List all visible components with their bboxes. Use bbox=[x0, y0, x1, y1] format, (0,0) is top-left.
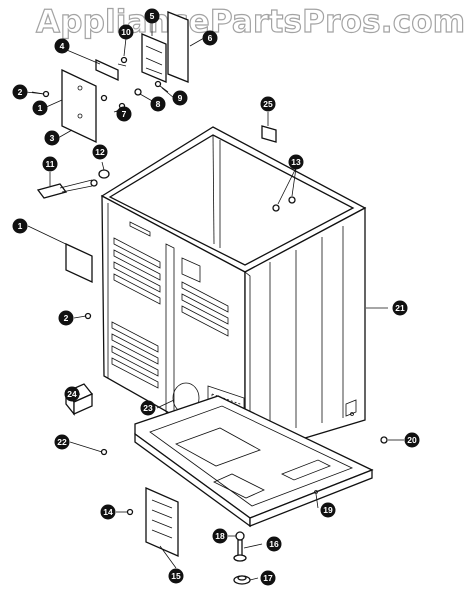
callout-number: 2 bbox=[64, 313, 69, 323]
callout-number: 12 bbox=[95, 147, 105, 157]
callout-number: 6 bbox=[208, 33, 213, 43]
callout-circle bbox=[168, 568, 184, 584]
callout-4: 4 bbox=[54, 38, 70, 54]
cabinet-top-opening bbox=[108, 134, 355, 266]
callout-number: 8 bbox=[156, 99, 161, 109]
callout-17: 17 bbox=[260, 570, 276, 586]
callout-2: 2 bbox=[12, 84, 28, 100]
callout-number: 22 bbox=[57, 437, 67, 447]
callout-1: 1 bbox=[32, 100, 48, 116]
callout-number: 9 bbox=[178, 93, 183, 103]
callout-number: 2 bbox=[18, 87, 23, 97]
callout-13: 13 bbox=[288, 154, 304, 170]
callout-number: 25 bbox=[263, 99, 273, 109]
callout-circle bbox=[320, 502, 336, 518]
callout-circle bbox=[202, 30, 218, 46]
callout-number: 7 bbox=[122, 109, 127, 119]
vent-slots-upper-left bbox=[113, 237, 161, 305]
cabinet bbox=[100, 126, 367, 458]
part-15-shape bbox=[145, 487, 179, 557]
callout-number: 18 bbox=[215, 531, 225, 541]
control-bracket-assembly bbox=[31, 11, 189, 144]
callout-circle bbox=[260, 570, 276, 586]
callout-number: 15 bbox=[171, 571, 181, 581]
callout-circle bbox=[58, 310, 74, 326]
part-1-lower-shape bbox=[65, 242, 93, 284]
callout-circle bbox=[144, 8, 160, 24]
callout-24: 24 bbox=[64, 386, 80, 402]
callout-circle bbox=[266, 536, 282, 552]
callout-11: 11 bbox=[42, 156, 58, 172]
callout-10: 10 bbox=[118, 24, 134, 40]
part-12-shape bbox=[98, 169, 110, 179]
callout-number: 23 bbox=[143, 403, 153, 413]
callout-number: 13 bbox=[291, 157, 301, 167]
callout-20: 20 bbox=[404, 432, 420, 448]
callout-circle bbox=[150, 96, 166, 112]
callout-number: 20 bbox=[407, 435, 417, 445]
wire-harness-part bbox=[36, 179, 98, 199]
callout-23: 23 bbox=[140, 400, 156, 416]
vent-slots-lower-left bbox=[111, 321, 159, 389]
callout-8: 8 bbox=[150, 96, 166, 112]
callout-12: 12 bbox=[92, 144, 108, 160]
callout-number: 1 bbox=[18, 221, 23, 231]
callout-circle bbox=[64, 386, 80, 402]
callout-circle bbox=[116, 106, 132, 122]
callout-number: 1 bbox=[38, 103, 43, 113]
callout-2: 2 bbox=[58, 310, 74, 326]
callout-15: 15 bbox=[168, 568, 184, 584]
callout-circle bbox=[54, 434, 70, 450]
callout-number: 14 bbox=[103, 507, 113, 517]
callout-number: 24 bbox=[67, 389, 77, 399]
watermark-text: AppliancePartsPros.com bbox=[35, 3, 466, 40]
callout-number: 3 bbox=[50, 133, 55, 143]
callout-number: 11 bbox=[46, 159, 55, 169]
callout-25: 25 bbox=[260, 96, 276, 112]
callout-3: 3 bbox=[44, 130, 60, 146]
callout-7: 7 bbox=[116, 106, 132, 122]
callout-circle bbox=[118, 24, 134, 40]
callout-5: 5 bbox=[144, 8, 160, 24]
callout-19: 19 bbox=[320, 502, 336, 518]
callout-number: 4 bbox=[60, 41, 65, 51]
callout-circle bbox=[12, 84, 28, 100]
callout-circle bbox=[172, 90, 188, 106]
cabinet-right-panel bbox=[244, 206, 366, 457]
callout-circle bbox=[140, 400, 156, 416]
vent-slots-upper-right bbox=[181, 281, 229, 337]
leader-lines bbox=[25, 22, 404, 581]
part-25-shape bbox=[261, 125, 277, 143]
base-frame bbox=[134, 395, 374, 528]
callout-6: 6 bbox=[202, 30, 218, 46]
callout-circle bbox=[44, 130, 60, 146]
callout-circle bbox=[12, 218, 28, 234]
callout-22: 22 bbox=[54, 434, 70, 450]
callout-9: 9 bbox=[172, 90, 188, 106]
callout-number: 19 bbox=[323, 505, 333, 515]
callout-16: 16 bbox=[266, 536, 282, 552]
callout-circle bbox=[392, 300, 408, 316]
callout-21: 21 bbox=[392, 300, 408, 316]
callout-circle bbox=[42, 156, 58, 172]
callout-circle bbox=[92, 144, 108, 160]
callout-circle bbox=[32, 100, 48, 116]
callout-14: 14 bbox=[100, 504, 116, 520]
callout-circle bbox=[260, 96, 276, 112]
callout-number: 17 bbox=[263, 573, 273, 583]
callout-18: 18 bbox=[212, 528, 228, 544]
callout-circle bbox=[404, 432, 420, 448]
callout-1: 1 bbox=[12, 218, 28, 234]
callout-circle bbox=[54, 38, 70, 54]
callout-circle bbox=[100, 504, 116, 520]
callout-number: 16 bbox=[269, 539, 279, 549]
callout-number: 10 bbox=[121, 27, 131, 37]
callout-circle bbox=[212, 528, 228, 544]
callout-number: 5 bbox=[150, 11, 155, 21]
callout-circle bbox=[288, 154, 304, 170]
callout-number: 21 bbox=[395, 303, 405, 313]
